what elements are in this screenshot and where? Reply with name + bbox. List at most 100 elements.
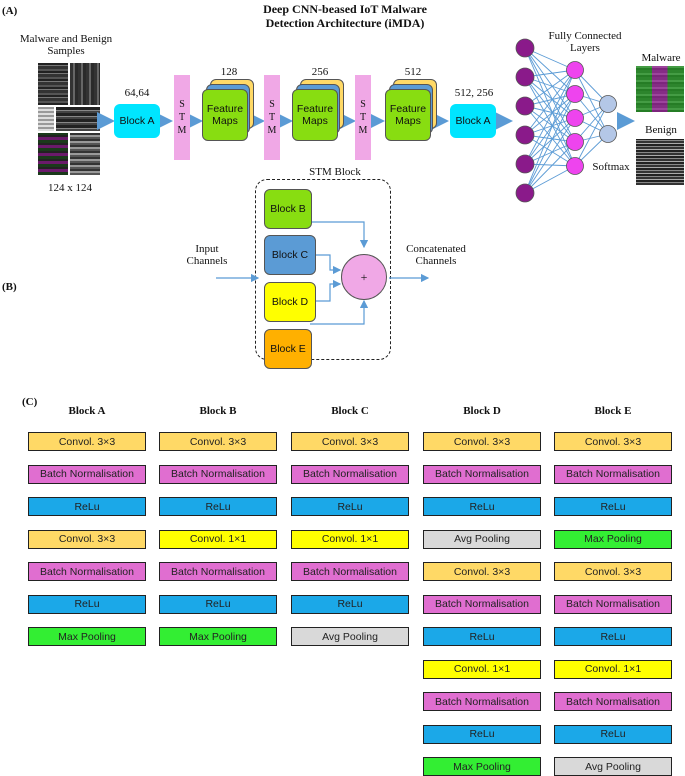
fully-connected-network	[515, 38, 617, 203]
layer-tile: Batch Normalisation	[423, 464, 541, 484]
input-sample-image-3	[38, 107, 54, 131]
layer-tile: Batch Normalisation	[28, 464, 146, 484]
layer-tile: Convol. 3×3	[291, 432, 409, 451]
output-malware-image	[636, 66, 684, 112]
feature-maps-2-text-line-2: Maps	[302, 115, 328, 127]
fc-hidden-neuron	[566, 157, 584, 175]
layer-tile: Avg Pooling	[291, 627, 409, 646]
fc-input-neuron	[515, 125, 535, 145]
plus-symbol: +	[360, 269, 368, 284]
feature-maps-3-channels: 512	[404, 66, 422, 78]
fc-connection	[524, 134, 576, 167]
panel-c-label: (C)	[22, 396, 38, 408]
input-channels-label-line-2: Channels	[186, 255, 228, 267]
feature-maps-1-text-line-1: Feature	[206, 103, 244, 115]
block-a-left-dims: 64,64	[124, 87, 150, 99]
block-a-right-dims: 512, 256	[454, 87, 494, 99]
input-sample-image-2	[70, 63, 100, 105]
fc-layers-label: Fully Connected Layers	[530, 30, 640, 54]
input-sample-image-6	[70, 133, 100, 175]
fc-connection	[524, 93, 576, 194]
layer-tile: Convol. 3×3	[28, 432, 146, 451]
layer-tile: Convol. 1×1	[291, 529, 409, 549]
fc-layers-label-line-2: Layers	[570, 42, 600, 54]
block-column-title: Block D	[463, 405, 501, 417]
fc-hidden-neuron	[566, 85, 584, 103]
stm-2-letter-s: S	[269, 99, 275, 110]
fc-connection	[524, 69, 576, 136]
stm-2-letter-m: M	[267, 125, 277, 136]
feature-maps-3-text-line-1: Feature	[389, 103, 427, 115]
layer-tile: Convol. 1×1	[159, 529, 277, 549]
layer-tile: Avg Pooling	[554, 757, 672, 776]
layer-tile: ReLu	[28, 594, 146, 614]
block-a-right: Block A	[450, 104, 496, 138]
layer-tile: Batch Normalisation	[554, 692, 672, 711]
layer-tile: Convol. 3×3	[423, 562, 541, 581]
stm-block-dashed-frame	[255, 179, 391, 360]
title-line-1: Deep CNN-beased IoT Malware	[263, 2, 427, 16]
feature-maps-1-channels: 128	[220, 66, 238, 78]
output-malware-label: Malware	[641, 52, 681, 64]
stm-block-d: Block D	[264, 282, 316, 322]
fc-input-neuron	[515, 154, 535, 174]
layer-tile: ReLu	[554, 627, 672, 646]
stm-block-b: Block B	[264, 189, 312, 229]
layer-tile: Batch Normalisation	[28, 562, 146, 581]
feature-maps-2-front: Feature Maps	[292, 89, 338, 141]
stm-column-3: S T M	[355, 75, 371, 160]
output-benign-label: Benign	[645, 124, 677, 136]
fc-connection	[524, 141, 576, 194]
title-line-2: Detection Architecture (iMDA)	[265, 16, 425, 30]
panel-b-label: (B)	[2, 281, 17, 293]
diagram-title: Deep CNN-beased IoT Malware Detection Ar…	[220, 2, 470, 30]
fc-connection	[524, 117, 576, 165]
layer-tile: Convol. 3×3	[554, 432, 672, 451]
stm-3-letter-s: S	[360, 99, 366, 110]
concatenated-channels-label-line-2: Channels	[415, 255, 457, 267]
fc-input-neuron	[515, 38, 535, 58]
layer-tile: Batch Normalisation	[159, 464, 277, 484]
fc-input-neuron	[515, 96, 535, 116]
fc-layers-label-line-1: Fully Connected	[548, 30, 622, 42]
stm-column-1: S T M	[174, 75, 190, 160]
stm-3-letter-t: T	[359, 112, 367, 123]
layer-tile: Convol. 3×3	[159, 432, 277, 451]
output-benign-image	[636, 139, 684, 185]
fc-connection	[574, 69, 609, 135]
input-channels-label: Input Channels	[172, 243, 242, 267]
concatenated-channels-label-line-1: Concatenated	[406, 243, 466, 255]
layer-tile: ReLu	[554, 497, 672, 516]
fc-output-neuron	[599, 95, 617, 113]
concat-plus-node: +	[341, 254, 387, 300]
fc-connection	[524, 105, 576, 167]
fc-hidden-neuron	[566, 133, 584, 151]
layer-tile: Convol. 1×1	[423, 659, 541, 679]
fc-connection	[524, 69, 576, 107]
layer-tile: ReLu	[159, 594, 277, 614]
layer-tile: Convol. 1×1	[554, 659, 672, 679]
block-column-title: Block E	[594, 405, 632, 417]
layer-tile: Batch Normalisation	[159, 562, 277, 581]
fc-hidden-neuron	[566, 109, 584, 127]
layer-tile: ReLu	[291, 497, 409, 516]
block-column-title: Block C	[331, 405, 369, 417]
feature-maps-2-text-line-1: Feature	[296, 103, 334, 115]
layer-tile: ReLu	[28, 497, 146, 516]
input-sample-image-5	[38, 133, 68, 175]
panel-a-label: (A)	[2, 5, 18, 17]
feature-maps-3-text-line-2: Maps	[395, 115, 421, 127]
block-column-title: Block B	[199, 405, 237, 417]
concatenated-channels-label: Concatenated Channels	[396, 243, 476, 267]
stm-1-letter-s: S	[179, 99, 185, 110]
layer-tile: Max Pooling	[423, 757, 541, 776]
layer-tile: ReLu	[423, 724, 541, 744]
feature-maps-2-channels: 256	[311, 66, 329, 78]
softmax-label: Softmax	[592, 161, 630, 173]
stm-block-title: STM Block	[309, 166, 361, 178]
feature-maps-1-front: Feature Maps	[202, 89, 248, 141]
fc-connection	[524, 69, 576, 194]
stm-column-2: S T M	[264, 75, 280, 160]
fc-connection	[524, 93, 576, 165]
layer-tile: Batch Normalisation	[554, 594, 672, 614]
